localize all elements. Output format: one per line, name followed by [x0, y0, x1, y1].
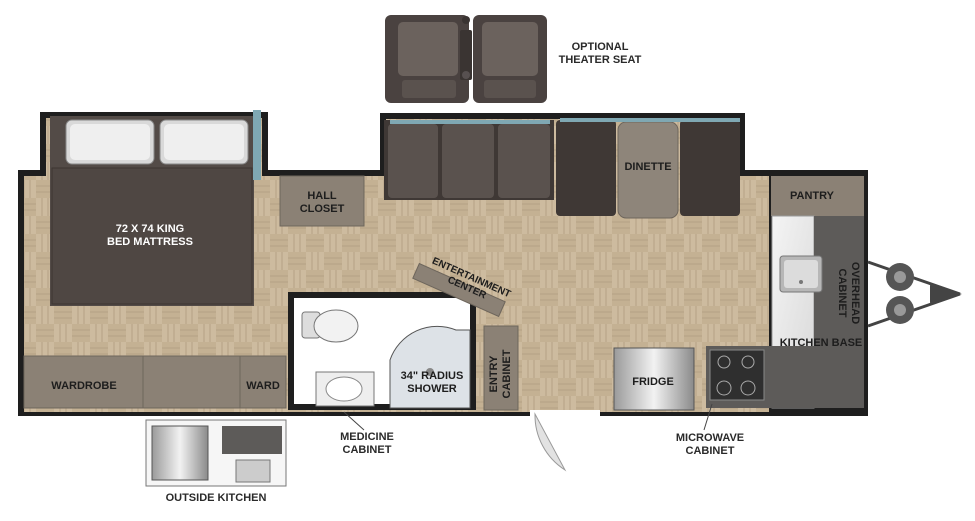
hall-closet	[279, 175, 365, 227]
sink	[779, 255, 823, 293]
dinette	[556, 118, 740, 219]
wardrobe-label: WARDROBE	[51, 380, 117, 392]
medicine-cabinet-label: MEDICINE CABINET	[340, 431, 394, 456]
sofa	[384, 120, 554, 200]
entry-door-swing	[534, 412, 567, 472]
stove	[709, 349, 765, 401]
shower-label: 34" RADIUS SHOWER	[400, 370, 464, 395]
pantry	[771, 176, 864, 216]
entry-cabinet-label: ENTRY CABINET	[488, 349, 513, 399]
shower	[389, 325, 471, 409]
entertainment-center	[412, 262, 506, 318]
wardrobe	[23, 355, 287, 409]
bed-label: 72 x 74 KING BED MATTRESS	[107, 223, 193, 248]
lavatory	[315, 371, 375, 407]
theater-seat-label: OPTIONAL THEATER SEAT	[558, 41, 642, 66]
outside-kitchen-label: OUTSIDE KITCHEN	[165, 492, 267, 504]
kitchen-base-label: KITCHEN BASE	[779, 337, 863, 349]
dinette-label: DINETTE	[624, 161, 672, 173]
hall-closet-label: HALL CLOSET	[299, 190, 345, 215]
hitch	[867, 260, 962, 328]
pantry-label: PANTRY	[790, 190, 834, 202]
outside-kitchen	[145, 419, 287, 487]
fridge	[613, 347, 695, 411]
entry-cabinet	[483, 325, 519, 411]
microwave-cabinet-label: MICROWAVE CABINET	[675, 432, 745, 457]
ward-label: WARD	[246, 380, 280, 392]
overhead-cabinet-label: OVERHEAD CABINET	[836, 261, 861, 325]
bed	[50, 116, 254, 306]
fridge-label: FRIDGE	[632, 376, 674, 388]
theater-seat	[385, 15, 547, 103]
toilet	[301, 309, 359, 343]
